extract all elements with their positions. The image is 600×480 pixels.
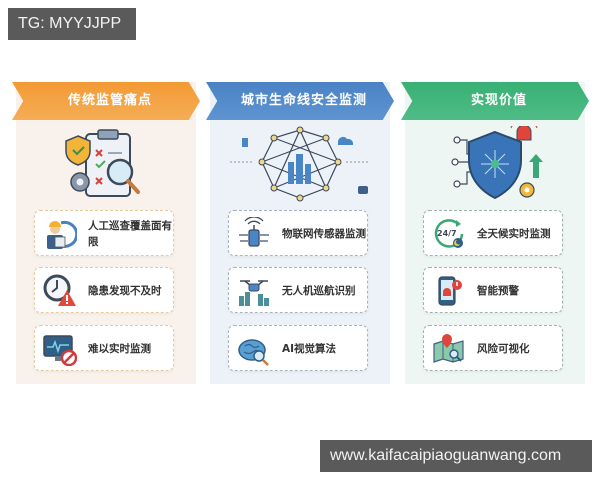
panel-traditional-pain-points: 传统监管痛点 人工巡查覆盖面有限 隐患发现不及时 — [12, 82, 200, 384]
watermark-top: TG: MYYJJPP — [8, 8, 136, 40]
list-item-label: 隐患发现不及时 — [88, 285, 162, 297]
list-item-label: 人工巡查覆盖面有限 — [88, 220, 172, 248]
list-item-label: AI视觉算法 — [282, 343, 337, 355]
list-item: 物联网传感器监测 — [228, 210, 368, 256]
panel-title: 城市生命线安全监测 — [240, 93, 367, 108]
panel-lifeline-monitoring: 城市生命线安全监测 物联网传感器监测 无人 — [206, 82, 394, 384]
watermark-bottom: www.kaifacaipiaoguanwang.com — [320, 440, 592, 472]
map-pin-icon — [433, 334, 464, 363]
clock-warning-icon — [43, 274, 76, 306]
list-item: 难以实时监测 — [34, 325, 174, 371]
phone-alert-icon — [438, 276, 462, 306]
panel-banner: 传统监管痛点 — [12, 82, 200, 120]
list-item-label: 物联网传感器监测 — [282, 228, 366, 240]
list-item: 无人机巡航识别 — [228, 267, 368, 313]
panel-title: 实现价值 — [470, 93, 527, 108]
monitor-forbidden-icon — [43, 335, 77, 366]
list-item: 风险可视化 — [423, 325, 563, 371]
panel-banner: 城市生命线安全监测 — [206, 82, 394, 120]
panel-value-realized: 实现价值 24/7 全天候实时监测 智能预警 — [401, 82, 589, 384]
list-item: 24/7 全天候实时监测 — [423, 210, 563, 256]
panel-banner: 实现价值 — [401, 82, 589, 120]
list-item-label: 智能预警 — [477, 285, 519, 297]
list-item-label: 无人机巡航识别 — [282, 285, 356, 297]
drone-icon — [239, 280, 269, 306]
ai-brain-icon — [238, 339, 269, 366]
list-item: 智能预警 — [423, 267, 563, 313]
list-item: AI视觉算法 — [228, 325, 368, 371]
inspector-worker-icon — [47, 220, 77, 249]
list-item: 隐患发现不及时 — [34, 267, 174, 313]
list-item-label: 风险可视化 — [477, 343, 530, 355]
city-network-icon — [230, 126, 370, 202]
iot-sensor-icon — [239, 217, 269, 247]
list-item: 人工巡查覆盖面有限 — [34, 210, 174, 256]
shield-alarm-icon — [451, 126, 543, 200]
clipboard-shield-magnifier-gear-icon — [65, 129, 140, 197]
svg-text:24/7: 24/7 — [437, 229, 457, 238]
panel-title: 传统监管痛点 — [67, 93, 152, 108]
list-item-label: 全天候实时监测 — [477, 228, 551, 240]
clock-24-7-icon: 24/7 — [434, 219, 464, 248]
list-item-label: 难以实时监测 — [88, 343, 151, 355]
